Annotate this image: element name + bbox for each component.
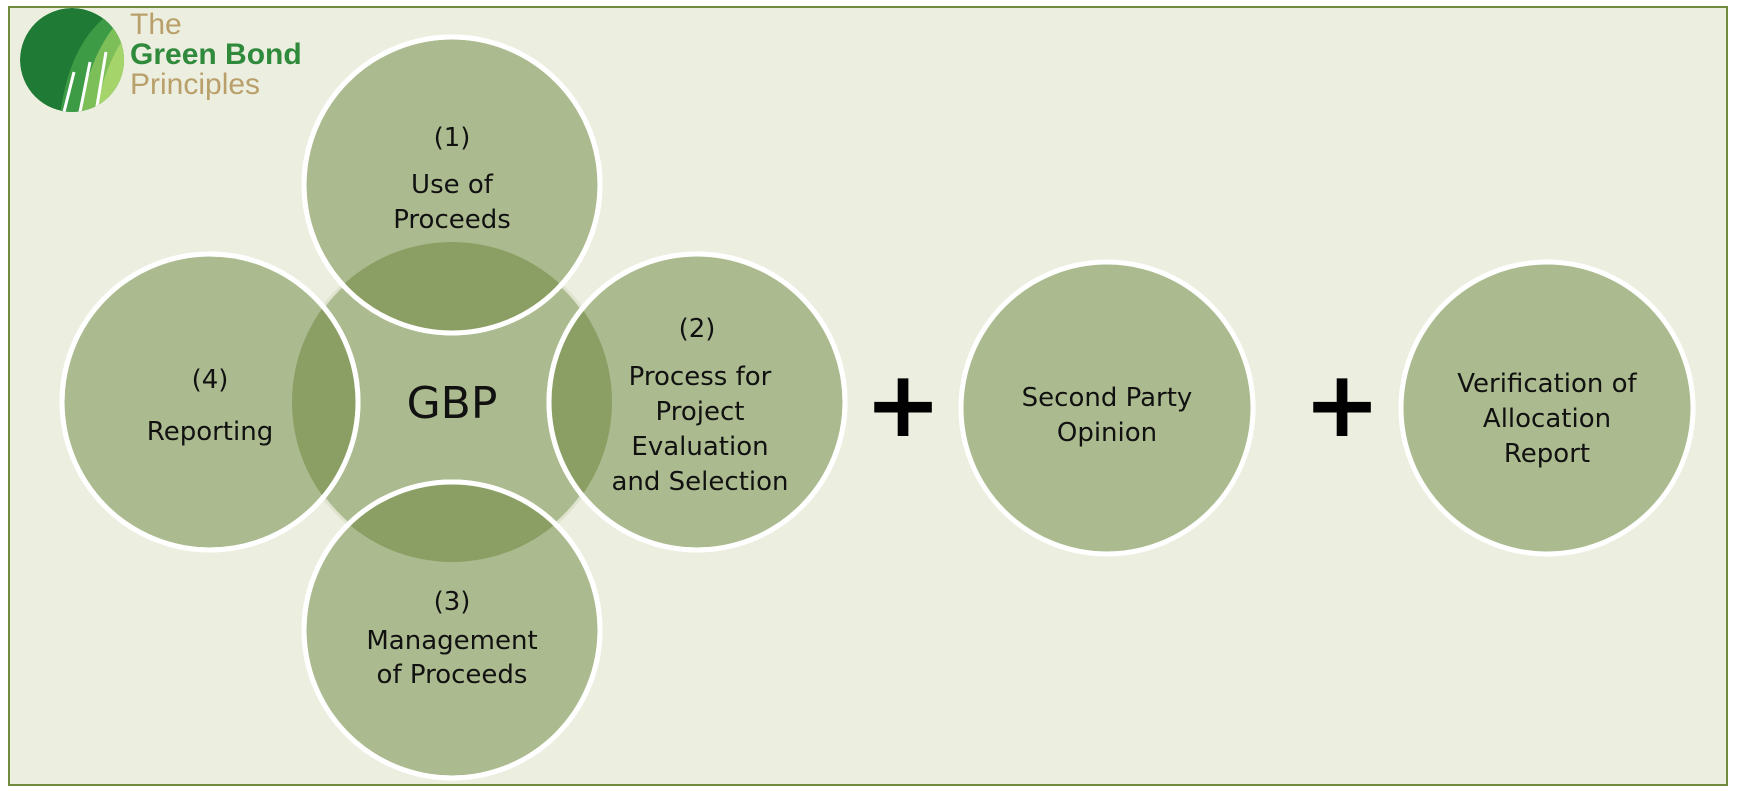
logo-line-the: The bbox=[130, 8, 182, 41]
label-line: and Selection bbox=[612, 467, 789, 497]
label-line: (3) bbox=[434, 587, 471, 617]
label-process: (2) Process for Project Evaluation and S… bbox=[612, 314, 789, 497]
logo-stripe bbox=[78, 61, 92, 112]
logo-stripe bbox=[62, 71, 76, 112]
plus-sign: + bbox=[1303, 351, 1380, 458]
label-line: Allocation bbox=[1483, 404, 1611, 434]
label-line: of Proceeds bbox=[377, 660, 528, 690]
gbp-center-label: GBP bbox=[407, 378, 498, 429]
label-reporting: (4) Reporting bbox=[147, 365, 273, 447]
label-verification: Verification of Allocation Report bbox=[1457, 369, 1637, 469]
logo-line-principles: Principles bbox=[130, 68, 261, 101]
logo-line-green-bond: Green Bond bbox=[130, 38, 302, 71]
plus-sign: + bbox=[864, 351, 941, 458]
label-use-of-proceeds: (1) Use of Proceeds bbox=[393, 123, 511, 235]
circle-second-party-opinion bbox=[958, 259, 1256, 557]
label-line: Verification of bbox=[1457, 369, 1637, 399]
outline-process bbox=[546, 251, 848, 553]
label-line: Use of bbox=[411, 170, 494, 200]
logo-wordmark: The Green Bond Principles bbox=[130, 10, 302, 100]
label-line: (2) bbox=[679, 314, 716, 344]
label-line: Process for bbox=[629, 362, 772, 392]
label-line: (1) bbox=[434, 123, 471, 153]
outline-management bbox=[301, 479, 603, 781]
label-line: (4) bbox=[192, 365, 229, 395]
label-line: Opinion bbox=[1057, 418, 1157, 448]
circle-outlines bbox=[59, 34, 848, 781]
label-line: Second Party bbox=[1022, 383, 1193, 413]
outline-use-of-proceeds bbox=[301, 34, 603, 336]
label-line: Management bbox=[366, 626, 537, 656]
outline-reporting bbox=[59, 251, 361, 553]
logo-mark bbox=[20, 8, 124, 112]
label-line: Project bbox=[656, 397, 745, 427]
label-second-party-opinion: Second Party Opinion bbox=[1022, 383, 1193, 448]
label-line: Evaluation bbox=[631, 432, 768, 462]
circle-verification bbox=[1398, 259, 1696, 557]
label-management: (3) Management of Proceeds bbox=[366, 587, 537, 690]
label-line: Reporting bbox=[147, 417, 273, 447]
logo-stripe bbox=[94, 51, 108, 112]
label-line: Proceeds bbox=[393, 205, 511, 235]
label-line: Report bbox=[1504, 439, 1590, 469]
